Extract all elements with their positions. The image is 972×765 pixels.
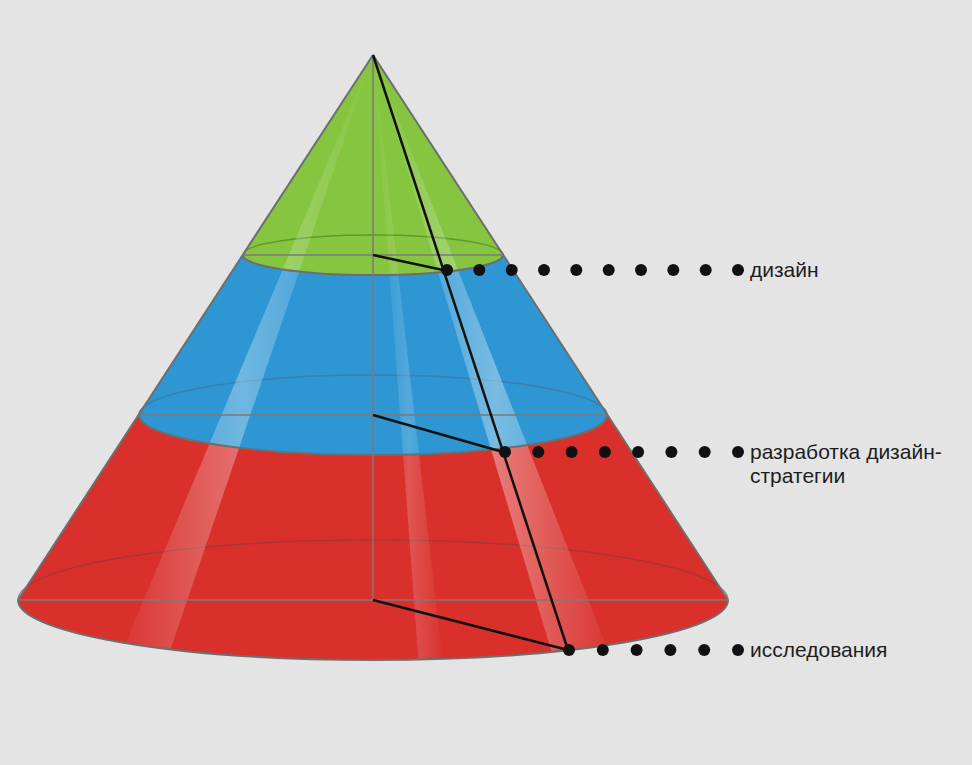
leader-dot <box>538 264 550 276</box>
research-band <box>18 55 728 660</box>
level-label: дизайн <box>750 258 950 282</box>
leader-dot <box>506 264 518 276</box>
leader-dot <box>631 644 643 656</box>
leader-dot <box>700 264 712 276</box>
leader-dot <box>532 446 544 458</box>
leader-dot <box>441 264 453 276</box>
leader-dot <box>599 446 611 458</box>
highlights <box>110 55 620 680</box>
band-edges <box>18 55 728 660</box>
leader-dot <box>597 644 609 656</box>
leader-dot <box>499 446 511 458</box>
leader-dot <box>603 264 615 276</box>
leader-dot <box>732 644 744 656</box>
leader-dot <box>699 446 711 458</box>
leader-dot <box>473 264 485 276</box>
leader-dot <box>664 644 676 656</box>
leader-dot <box>665 446 677 458</box>
leader-dot <box>632 446 644 458</box>
leader-dot <box>667 264 679 276</box>
leader-dot <box>566 446 578 458</box>
leader-dot <box>732 446 744 458</box>
leader-dot <box>732 264 744 276</box>
axis-lines <box>18 55 728 600</box>
leader-dot <box>570 264 582 276</box>
leader-dots <box>441 264 744 656</box>
leader-dot <box>635 264 647 276</box>
leader-dot <box>698 644 710 656</box>
level-label: исследования <box>750 638 965 662</box>
leader-dot <box>563 644 575 656</box>
radius-lines <box>373 55 568 650</box>
level-label: разработка дизайн-стратегии <box>750 440 960 488</box>
